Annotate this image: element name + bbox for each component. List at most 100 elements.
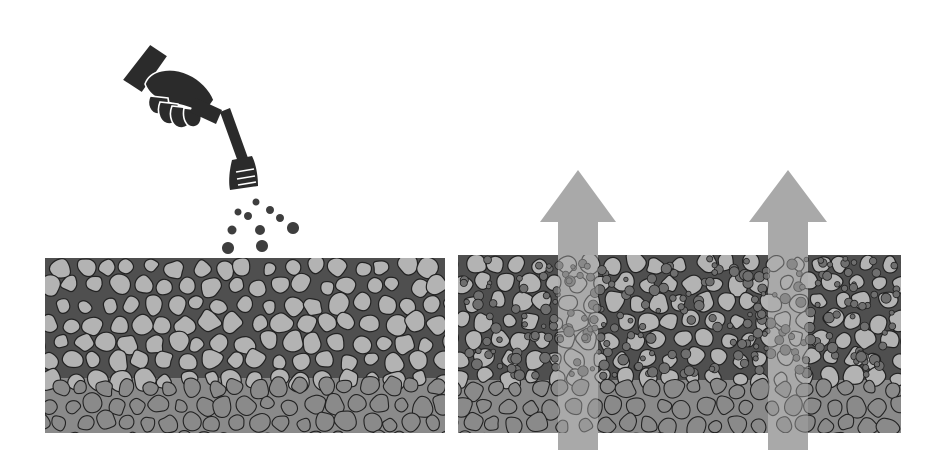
pebble: [657, 417, 677, 433]
pebble: [296, 314, 318, 334]
sealant-bead: [685, 290, 692, 297]
pebble: [269, 312, 295, 334]
pebble: [408, 349, 428, 371]
pebble: [212, 395, 232, 418]
pebble: [372, 429, 386, 433]
pebble: [498, 398, 518, 415]
sealant-bead: [712, 321, 723, 333]
pebble: [309, 430, 322, 433]
pebble: [188, 336, 205, 353]
pebble: [263, 262, 277, 277]
pebble: [508, 381, 522, 397]
spray-droplets: [222, 198, 299, 254]
sealant-bead: [841, 284, 849, 292]
sealant-bead: [859, 321, 870, 332]
pebble: [351, 435, 368, 450]
sealant-bead: [804, 334, 817, 346]
pebble: [271, 415, 290, 432]
pebble: [571, 378, 590, 397]
pebble: [70, 431, 79, 433]
pebble: [118, 378, 135, 398]
sealant-bead: [832, 310, 841, 319]
pebble: [869, 314, 888, 335]
pebble: [872, 434, 888, 448]
sealant-bead: [760, 291, 767, 297]
sealant-bead: [733, 350, 744, 361]
pebble: [799, 271, 819, 290]
pebble: [681, 274, 703, 296]
pebble: [502, 313, 517, 328]
pebble: [686, 379, 701, 393]
sealant-bead: [621, 342, 631, 352]
pebble: [892, 353, 901, 370]
pebble: [732, 372, 749, 386]
sealant-bead: [757, 309, 767, 319]
sealant-bead: [799, 283, 806, 291]
pebble: [85, 435, 102, 449]
sealant-bead: [737, 339, 747, 349]
sealant-bead: [878, 341, 888, 351]
sealant-bead: [546, 263, 552, 269]
sealant-bead: [623, 276, 629, 282]
sealant-bead: [747, 311, 753, 318]
sealant-bead: [608, 280, 616, 288]
pebble: [658, 312, 679, 331]
pebble: [614, 379, 637, 399]
sealant-bead: [658, 282, 669, 294]
pebble: [248, 279, 267, 298]
sealant-bead: [795, 270, 803, 278]
pebble: [85, 275, 103, 293]
sealant-bead: [471, 358, 483, 371]
sealant-bead: [594, 284, 606, 296]
pebble: [77, 300, 93, 315]
pebble: [314, 350, 334, 368]
sealant-bead: [708, 313, 717, 323]
pebble: [871, 276, 888, 291]
sealant-bead: [490, 348, 496, 355]
pebble: [53, 333, 69, 349]
sealant-bead: [849, 313, 856, 320]
pebble: [458, 369, 469, 389]
pebble: [31, 382, 44, 396]
pebble: [152, 316, 172, 335]
sealant-bead: [519, 283, 529, 293]
pebble: [827, 399, 843, 417]
pebble: [73, 379, 87, 395]
sealant-bead: [870, 290, 879, 299]
pebble: [795, 382, 814, 398]
pebble: [476, 366, 494, 383]
pebble: [51, 415, 67, 432]
sealant-bead: [765, 348, 777, 360]
pebble: [129, 397, 146, 416]
sealant-bead: [858, 302, 867, 311]
pebble: [201, 348, 224, 370]
sealant-bead: [850, 259, 858, 266]
pebble: [129, 431, 137, 433]
pebble: [875, 417, 901, 433]
sealant-bead: [843, 268, 853, 277]
pebble: [425, 414, 440, 432]
pebble: [168, 330, 190, 353]
pebble: [833, 431, 845, 433]
pebble: [333, 410, 357, 432]
pebble: [765, 255, 785, 273]
sealant-bead: [521, 321, 528, 328]
sealant-bead: [774, 335, 785, 346]
sealant-bead: [645, 332, 657, 344]
pebble: [335, 311, 356, 331]
pebble: [363, 412, 383, 433]
sealant-bead: [763, 345, 769, 351]
pebble: [40, 436, 54, 451]
sealant-bead: [669, 268, 679, 278]
vapour-overlay: [768, 255, 808, 433]
sealant-bead: [577, 365, 589, 377]
pebble: [671, 399, 691, 420]
pebble: [97, 258, 116, 277]
pebble: [174, 399, 188, 413]
pebble: [902, 294, 914, 308]
sealant-bead: [565, 277, 573, 285]
sealant-bead: [814, 342, 825, 353]
sealant-bead: [596, 349, 602, 355]
sealant-bead: [822, 270, 833, 281]
pebble: [284, 258, 302, 276]
